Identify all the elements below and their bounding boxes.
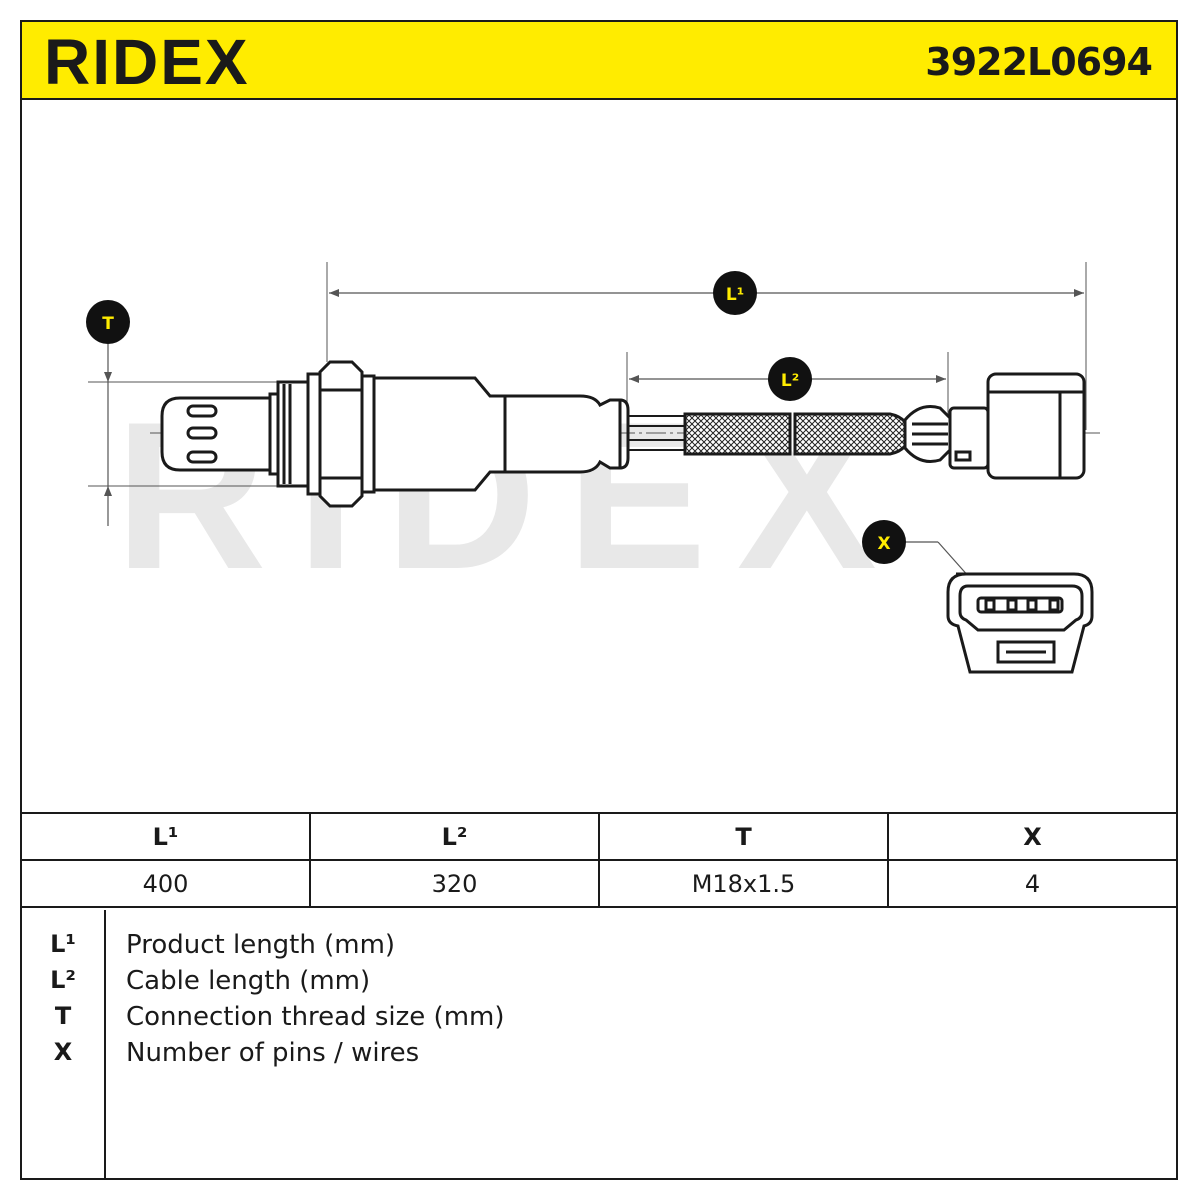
legend-key: X bbox=[53, 1038, 73, 1066]
legend-item: X Number of pins / wires bbox=[22, 1038, 1176, 1074]
t-callout: T bbox=[86, 300, 130, 344]
legend-item: T Connection thread size (mm) bbox=[22, 1002, 1176, 1038]
l2-arrow-left bbox=[629, 375, 639, 383]
connector-face bbox=[946, 572, 1094, 674]
spec-header-l1: L¹ bbox=[20, 812, 311, 861]
l2-callout-label: L² bbox=[781, 371, 799, 391]
hex-nut bbox=[318, 360, 364, 508]
spec-value-row: 400 320 M18x1.5 4 bbox=[20, 859, 1178, 908]
l1-callout-label: L¹ bbox=[726, 285, 744, 305]
legend-key: T bbox=[54, 1002, 72, 1030]
l1-arrow-left bbox=[329, 289, 339, 297]
l1-callout: L¹ bbox=[713, 271, 757, 315]
connector-boot bbox=[903, 405, 952, 463]
legend: L¹ Product length (mm) L² Cable length (… bbox=[20, 910, 1178, 1180]
legend-divider bbox=[104, 910, 106, 1178]
spec-table: L¹ L² T X 400 320 M18x1.5 4 bbox=[20, 812, 1178, 908]
spec-value-l2: 320 bbox=[309, 859, 600, 908]
braided-sleeve bbox=[683, 412, 907, 456]
header-bar: RIDEX 3922L0694 bbox=[20, 20, 1178, 100]
spec-value-x: 4 bbox=[887, 859, 1178, 908]
wire-bundle bbox=[628, 415, 685, 451]
x-callout: X bbox=[862, 520, 906, 564]
spec-header-t: T bbox=[598, 812, 889, 861]
l1-arrow-right bbox=[1074, 289, 1084, 297]
sensor-drawing: RIDEX L¹ L² T bbox=[86, 262, 1102, 674]
ridex-logo: RIDEX bbox=[44, 28, 250, 96]
t-arrow-top bbox=[104, 372, 112, 382]
spec-header-l2: L² bbox=[309, 812, 600, 861]
l2-arrow-right bbox=[936, 375, 946, 383]
legend-item: L² Cable length (mm) bbox=[22, 966, 1176, 1002]
l2-callout: L² bbox=[768, 357, 812, 401]
spec-header-row: L¹ L² T X bbox=[20, 812, 1178, 861]
spec-header-x: X bbox=[887, 812, 1178, 861]
logo-text: RIDEX bbox=[44, 28, 250, 96]
connector-housing bbox=[948, 372, 1086, 480]
legend-key: L¹ bbox=[50, 930, 76, 958]
thread-section bbox=[276, 372, 322, 496]
legend-desc: Connection thread size (mm) bbox=[126, 1002, 505, 1032]
legend-desc: Cable length (mm) bbox=[126, 966, 371, 996]
part-number: 3922L0694 bbox=[925, 40, 1153, 84]
spec-value-l1: 400 bbox=[20, 859, 311, 908]
legend-key: L² bbox=[50, 966, 76, 994]
spec-value-t: M18x1.5 bbox=[598, 859, 889, 908]
sensor-body bbox=[360, 374, 630, 494]
legend-item: L¹ Product length (mm) bbox=[22, 930, 1176, 966]
t-callout-label: T bbox=[102, 314, 114, 334]
legend-desc: Product length (mm) bbox=[126, 930, 396, 960]
legend-desc: Number of pins / wires bbox=[126, 1038, 420, 1068]
t-arrow-bottom bbox=[104, 486, 112, 496]
sensor-tip bbox=[160, 392, 280, 476]
x-callout-label: X bbox=[877, 534, 890, 554]
